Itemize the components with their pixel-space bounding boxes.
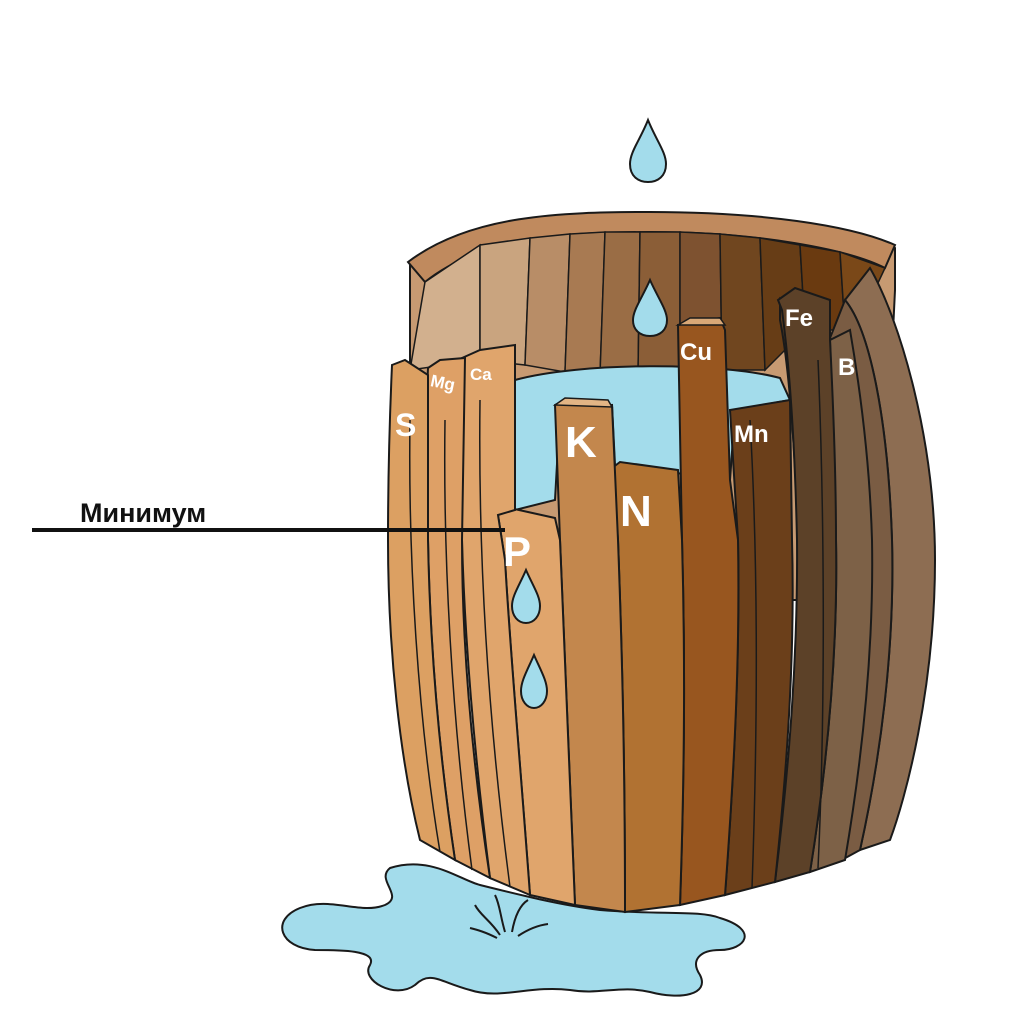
label-P: P	[503, 528, 531, 575]
label-Mg: Mg	[429, 371, 457, 395]
label-Fe: Fe	[785, 305, 813, 332]
minimum-label: Минимум	[80, 498, 206, 528]
label-Cu: Cu	[680, 339, 712, 366]
label-Mn: Mn	[734, 421, 769, 448]
leaking-drop-2	[519, 652, 549, 710]
falling-drop-inside	[631, 277, 669, 338]
leaking-drop-1	[510, 567, 542, 625]
stave-S	[386, 358, 457, 862]
stave-grain-lines	[409, 359, 825, 889]
label-B: B	[838, 354, 855, 381]
label-S: S	[395, 407, 416, 443]
label-Ca: Ca	[470, 365, 492, 384]
splash-icon	[469, 894, 549, 939]
falling-drop-top	[628, 117, 668, 184]
label-K: K	[565, 418, 597, 467]
label-N: N	[620, 487, 652, 536]
